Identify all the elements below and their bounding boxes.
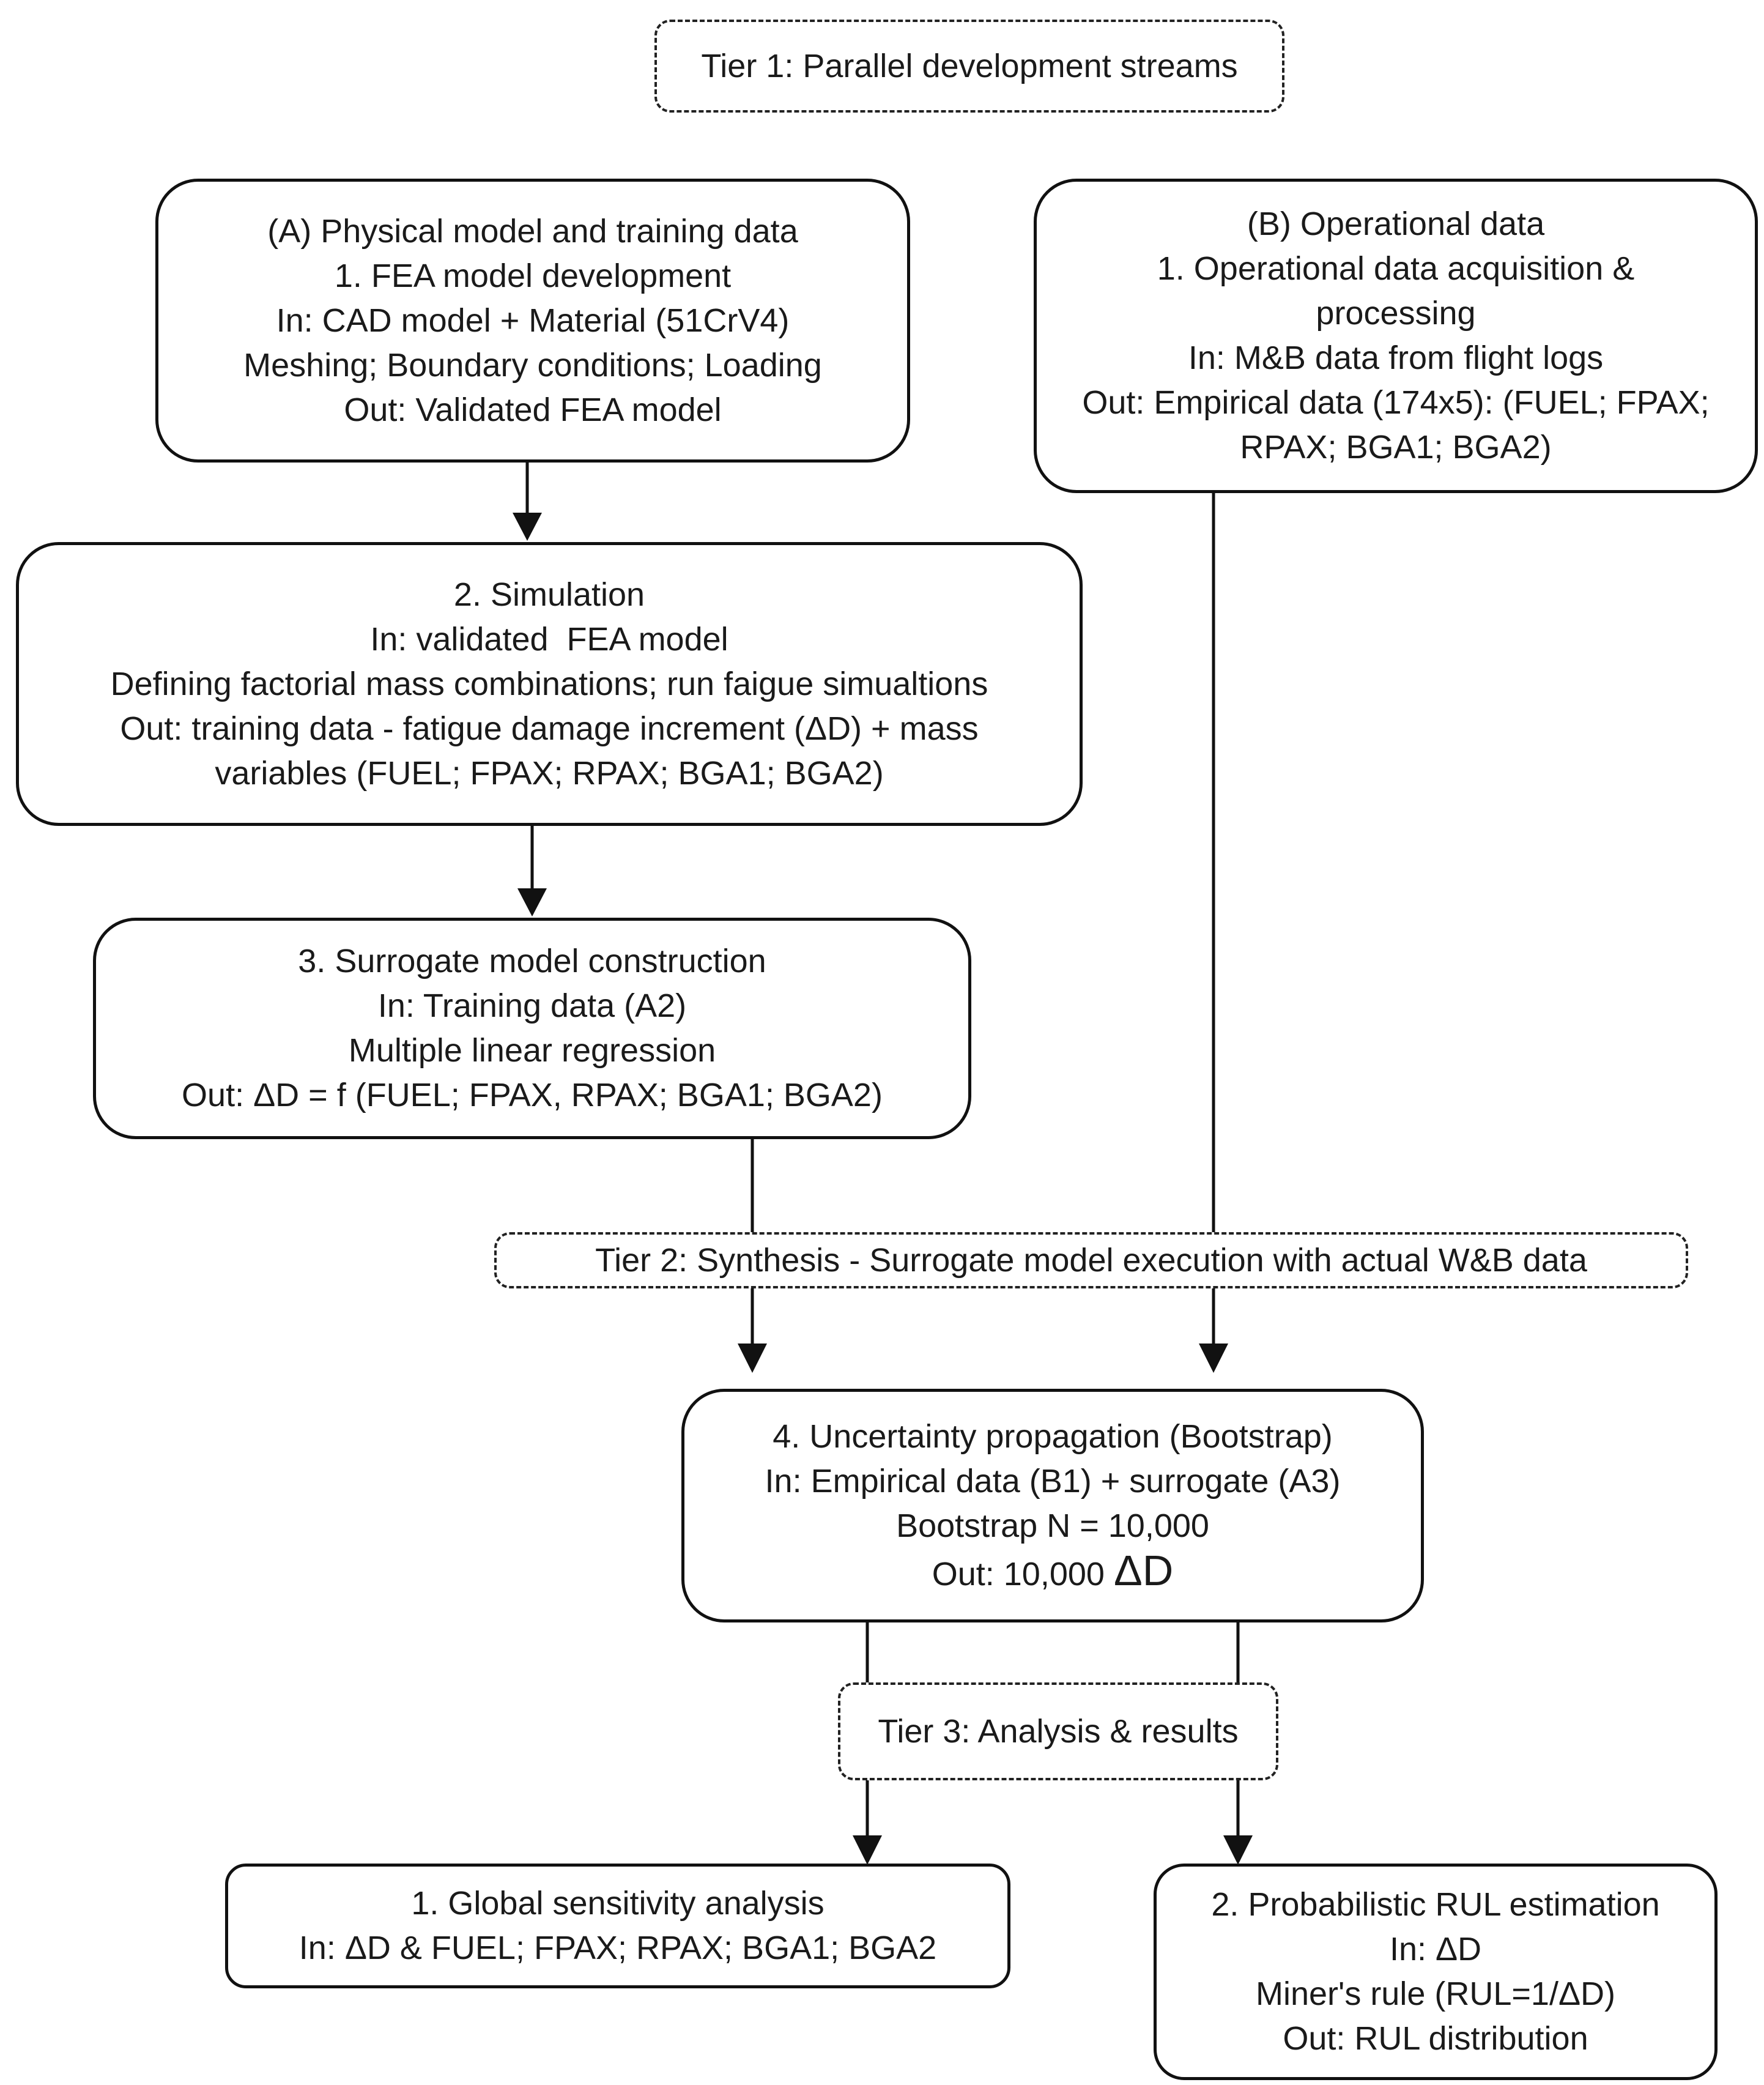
box-gsa-input: In: ΔD & FUEL; FPAX; RPAX; BGA1; BGA2	[298, 1930, 937, 1966]
arrowhead-tier3-to-rul	[1223, 1835, 1253, 1865]
box-b1-title: (B) Operational data	[1247, 206, 1545, 242]
arrowhead-tier3-to-gsa	[853, 1835, 882, 1865]
arrowhead-a1-to-a2	[513, 513, 542, 541]
box-rul-input: In: ΔD	[1389, 1931, 1482, 1968]
box-a3-output: Out: ΔD = f (FUEL; FPAX, RPAX; BGA1; BGA…	[182, 1077, 883, 1113]
box-a3-method: Multiple linear regression	[348, 1032, 716, 1069]
tier2-label: Tier 2: Synthesis - Surrogate model exec…	[494, 1232, 1688, 1288]
box-rul-output: Out: RUL distribution	[1283, 2020, 1588, 2057]
box-a1-fea-model-development: (A) Physical model and training data 1. …	[155, 179, 910, 463]
tier1-text: Tier 1: Parallel development streams	[701, 48, 1238, 84]
tier3-text: Tier 3: Analysis & results	[878, 1713, 1239, 1750]
box-rul-method: Miner's rule (RUL=1/ΔD)	[1255, 1975, 1615, 2012]
tier1-label: Tier 1: Parallel development streams	[654, 20, 1284, 113]
box-a1-input: In: CAD model + Material (51CrV4)	[276, 302, 790, 339]
box-step4-uncertainty-propagation: 4. Uncertainty propagation (Bootstrap) I…	[681, 1389, 1424, 1622]
box-b1-output-line2: RPAX; BGA1; BGA2)	[1240, 429, 1552, 466]
box-rul-step: 2. Probabilistic RUL estimation	[1211, 1886, 1660, 1923]
box-a1-output: Out: Validated FEA model	[344, 391, 722, 428]
box-a1-step: 1. FEA model development	[334, 257, 732, 294]
box-a2-step: 2. Simulation	[453, 576, 645, 613]
tier3-label: Tier 3: Analysis & results	[838, 1682, 1278, 1780]
tier2-text: Tier 2: Synthesis - Surrogate model exec…	[595, 1242, 1587, 1279]
box-step4-input: In: Empirical data (B1) + surrogate (A3)	[765, 1463, 1341, 1500]
box-a3-surrogate-model: 3. Surrogate model construction In: Trai…	[93, 918, 971, 1139]
box-step4-step: 4. Uncertainty propagation (Bootstrap)	[773, 1418, 1333, 1455]
arrowhead-tier2-to-step4-right	[1199, 1344, 1228, 1373]
box-a3-input: In: Training data (A2)	[377, 987, 687, 1024]
box-b1-output-line1: Out: Empirical data (174x5): (FUEL; FPAX…	[1082, 384, 1710, 421]
box-a2-output-line1: Out: training data - fatigue damage incr…	[120, 710, 979, 747]
box-b1-step-line1: 1. Operational data acquisition &	[1157, 250, 1635, 287]
box-gsa-step: 1. Global sensitivity analysis	[411, 1885, 825, 1922]
box-step4-output: Out: 10,000 ΔD	[932, 1548, 1174, 1597]
arrowhead-tier2-to-step4-left	[738, 1344, 767, 1373]
box-b1-operational-data: (B) Operational data 1. Operational data…	[1034, 179, 1758, 493]
delta-d-symbol: ΔD	[1113, 1547, 1174, 1594]
box-step4-method: Bootstrap N = 10,000	[896, 1507, 1209, 1544]
box-b1-step-line2: processing	[1316, 295, 1476, 332]
box-a2-output-line2: variables (FUEL; FPAX; RPAX; BGA1; BGA2)	[215, 754, 884, 792]
box-a2-input: In: validated FEA model	[370, 620, 728, 658]
box-a1-title: (A) Physical model and training data	[267, 212, 798, 250]
box-a2-method: Defining factorial mass combinations; ru…	[110, 665, 988, 702]
box-a3-step: 3. Surrogate model construction	[298, 943, 766, 979]
box-b1-input: In: M&B data from flight logs	[1188, 340, 1604, 376]
box-probabilistic-rul-estimation: 2. Probabilistic RUL estimation In: ΔD M…	[1154, 1864, 1718, 2080]
box-a2-simulation: 2. Simulation In: validated FEA model De…	[16, 542, 1083, 826]
box-a1-method: Meshing; Boundary conditions; Loading	[243, 346, 822, 384]
arrowhead-a2-to-a3	[517, 888, 547, 916]
box-global-sensitivity-analysis: 1. Global sensitivity analysis In: ΔD & …	[225, 1864, 1010, 1988]
box-step4-output-prefix: Out: 10,000	[932, 1556, 1114, 1593]
